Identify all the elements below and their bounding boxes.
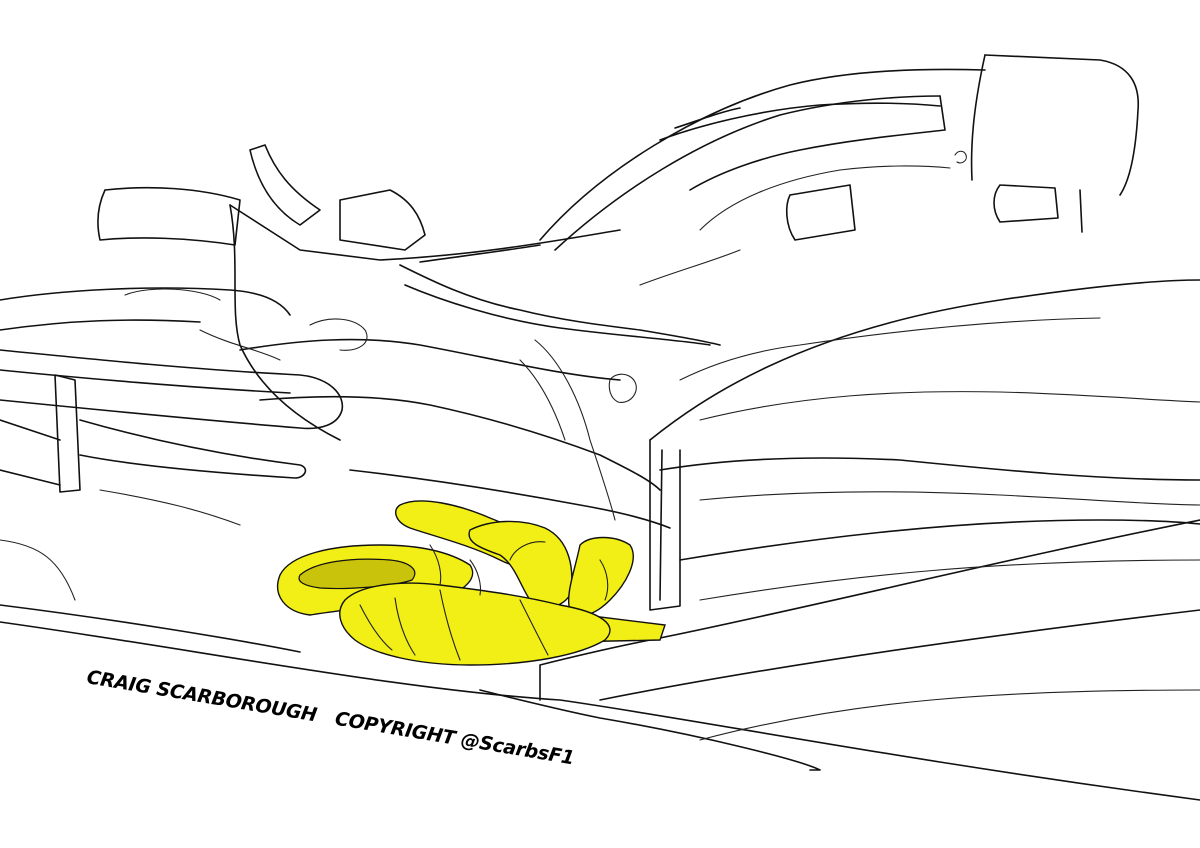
exhaust-pipe-inner-loop — [298, 558, 416, 590]
watermark: CRAIG SCARBOROUGH COPYRIGHT @ScarbsF1 — [85, 666, 576, 769]
exhaust-pipe-primary-4 — [567, 536, 634, 616]
suspension-outline — [0, 287, 344, 526]
chassis-outline — [229, 204, 721, 529]
copyright-text: CRAIG SCARBOROUGH COPYRIGHT @ScarbsF1 — [85, 666, 576, 769]
floor-outline — [0, 519, 1200, 801]
exhaust-manifold — [276, 500, 666, 666]
halo-outline — [539, 54, 1140, 286]
mirror-outline — [97, 144, 426, 251]
sidepod-outline — [649, 279, 1200, 611]
